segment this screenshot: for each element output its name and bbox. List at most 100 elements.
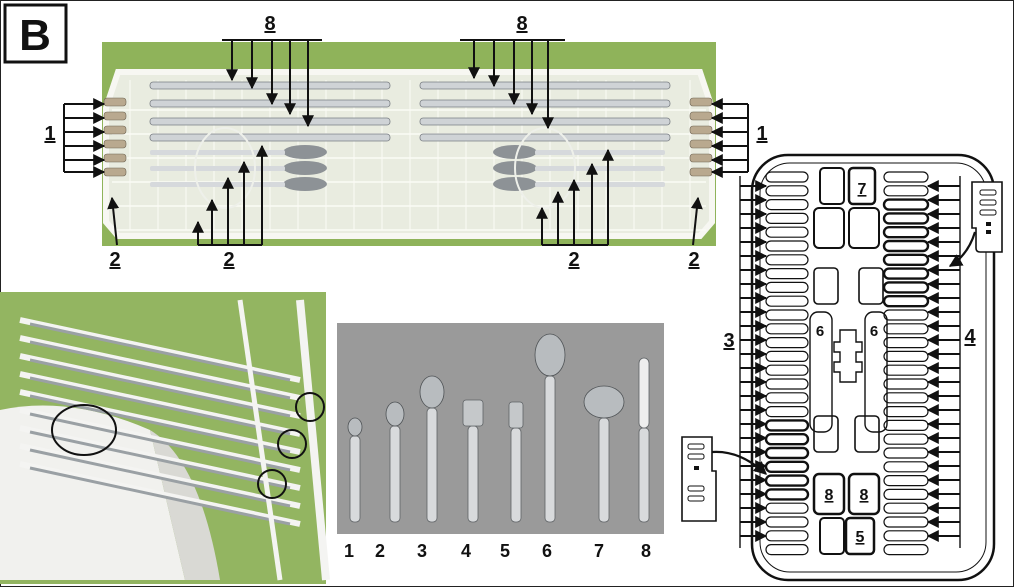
- slot-left: [765, 171, 809, 183]
- cutlery-number: 7: [594, 541, 604, 561]
- compartment-c: [813, 267, 839, 305]
- knife-blade: [29, 430, 291, 490]
- teaspoon-left: [103, 111, 127, 121]
- rack-side: [237, 299, 283, 581]
- slot-left: [765, 543, 809, 556]
- knife-blade: [29, 412, 291, 472]
- spoon-left: [283, 177, 327, 191]
- cutlery-handle: [510, 427, 522, 523]
- basket-label-6-left: 6: [816, 323, 824, 340]
- compartment-d: [858, 267, 884, 305]
- bowl-shadow: [150, 430, 220, 580]
- cutlery-handle: [544, 375, 556, 523]
- teaspoon-right: [689, 153, 713, 163]
- top-compartment-7: [847, 166, 877, 206]
- cutlery-handle: [598, 417, 610, 523]
- rack-wire: [19, 425, 301, 491]
- top-label-2-left-center: 2: [223, 249, 234, 271]
- spoon-bowl: [347, 417, 363, 437]
- rack-wire: [19, 461, 301, 527]
- knife-left: [149, 99, 391, 108]
- compartment-e: [813, 415, 839, 453]
- spoon-handle-left: [150, 150, 285, 155]
- glass-left: [194, 127, 256, 209]
- top-rack-photo: [102, 42, 716, 246]
- cutlery-handle: [389, 425, 401, 523]
- compartment-b: [848, 207, 880, 249]
- spoon-right: [493, 177, 537, 191]
- knife-left: [149, 133, 391, 142]
- knife-blade: [29, 448, 291, 508]
- knife-right: [419, 117, 671, 126]
- cutlery-handle: [467, 425, 479, 523]
- fork-head: [462, 399, 484, 427]
- knife-blade: [29, 322, 291, 382]
- teaspoon-right: [689, 97, 713, 107]
- basket-label-6-right: 6: [870, 323, 878, 340]
- knife-blade: [29, 466, 291, 526]
- cutlery-number: 6: [542, 541, 552, 561]
- rack-wire: [19, 407, 301, 473]
- rack-wire: [19, 389, 301, 455]
- spoon-handle-left: [150, 182, 285, 187]
- top-label-8-right: 8: [516, 13, 527, 35]
- spoon-bowl: [419, 375, 445, 409]
- loaded-rack-lines: [19, 299, 330, 581]
- highlight-circle-3: [277, 429, 307, 459]
- basket-diagram: 7 3 4 6 6 8 8 5: [681, 153, 1003, 582]
- arrow-2-left-corner: [107, 196, 120, 246]
- top-photo-arrows: [63, 39, 749, 246]
- rack-cutlery: [103, 81, 713, 209]
- spoon-handle-right: [535, 166, 665, 171]
- spoon-right: [493, 145, 537, 159]
- center-connector: [833, 329, 863, 383]
- knife-right: [419, 133, 671, 142]
- knife-right: [419, 99, 671, 108]
- knife-blade: [29, 340, 291, 400]
- rack-wire: [19, 317, 301, 383]
- knife-blade: [29, 376, 291, 436]
- cutlery-number: 4: [461, 541, 471, 561]
- cutlery-number: 3: [417, 541, 427, 561]
- teaspoon-right: [689, 111, 713, 121]
- highlight-circle-1: [51, 404, 117, 456]
- top-label-2-left-corner: 2: [109, 249, 120, 271]
- highlight-circle-4: [257, 469, 287, 499]
- gray-background: [337, 323, 664, 534]
- spoon-handle-right: [535, 150, 665, 155]
- spoon-left: [283, 161, 327, 175]
- compartment-a: [813, 207, 845, 249]
- insert-callout-bottom: [681, 436, 767, 522]
- teaspoon-right: [689, 125, 713, 135]
- teaspoon-left: [103, 153, 127, 163]
- spoon-left: [283, 145, 327, 159]
- top-label-1-right: 1: [756, 123, 767, 145]
- knife-left: [149, 117, 391, 126]
- top-compartment-left: [819, 167, 845, 205]
- top-label-2-right-corner: 2: [688, 249, 699, 271]
- knife-left: [149, 81, 391, 90]
- slot-right: [883, 171, 929, 183]
- bottom-compartment-5: [844, 516, 876, 556]
- cutlery-number: 8: [641, 541, 651, 561]
- cutlery-handle: [349, 435, 361, 523]
- spoon-handle-left: [150, 166, 285, 171]
- top-label-8-left: 8: [264, 13, 275, 35]
- compartment-8-right: [847, 472, 881, 516]
- basket-label-4: 4: [964, 326, 976, 348]
- arrow-2-right-corner: [690, 196, 703, 246]
- spoon-bowl: [583, 385, 625, 419]
- cutlery-number: 5: [500, 541, 510, 561]
- spoon-bowl: [385, 401, 405, 427]
- top-label-1-left: 1: [44, 123, 55, 145]
- rack-side: [296, 299, 330, 581]
- teaspoon-right: [689, 167, 713, 177]
- slot-right: [883, 543, 929, 556]
- panel-letter: B: [19, 11, 51, 60]
- compartment-f: [854, 415, 880, 453]
- highlight-circle-2: [295, 392, 325, 422]
- fork-head: [508, 401, 524, 429]
